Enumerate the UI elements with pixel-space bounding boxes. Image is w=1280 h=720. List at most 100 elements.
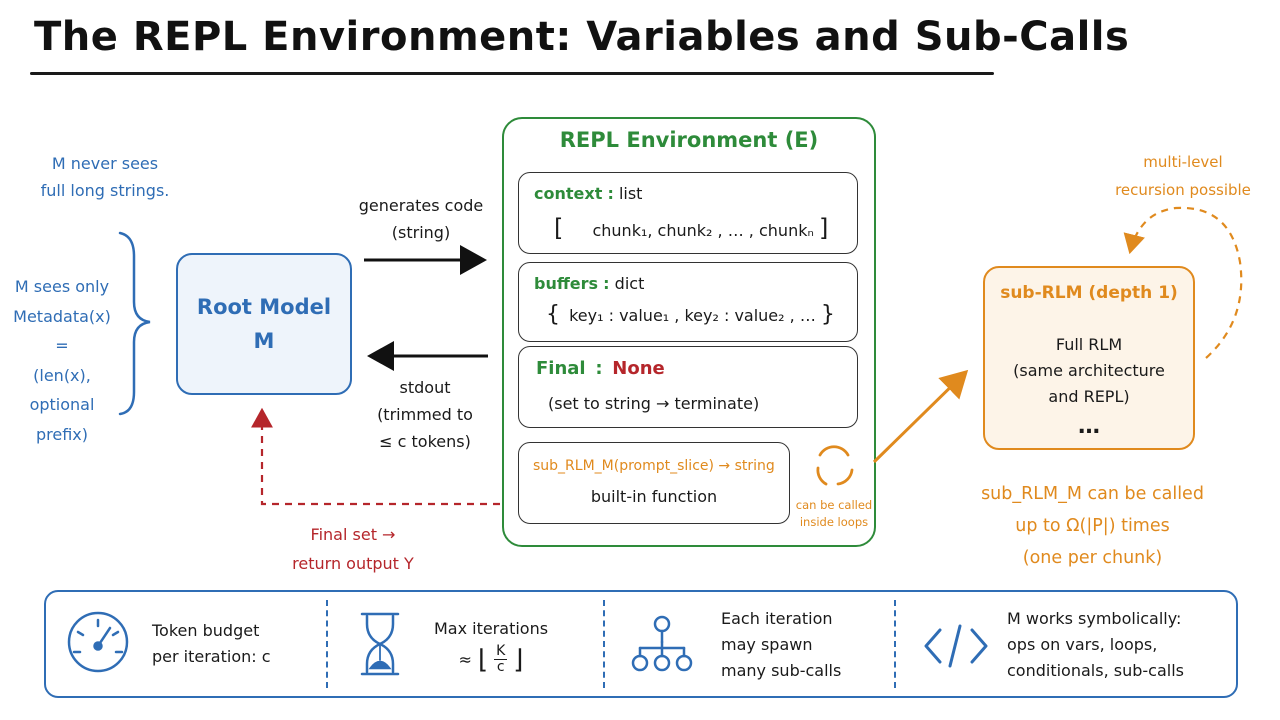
context-close-bracket: ]	[818, 214, 829, 242]
legend-fraction-denominator: c	[496, 659, 505, 675]
context-chunk-1: chunk₁,	[592, 221, 653, 240]
sub-rlm-line-1: Full RLM	[1055, 335, 1123, 354]
legend-max-iter-label: Max iterations	[433, 619, 549, 638]
stdout-line-3: ≤ c tokens)	[379, 432, 471, 451]
context-chunk-n: chunkₙ	[758, 221, 814, 240]
sub-rlm-line-3: and REPL)	[1048, 387, 1130, 406]
buffers-name: buffers	[534, 274, 599, 293]
sub-rlm-ellipsis: …	[1078, 414, 1100, 439]
final-label-row: Final : None	[536, 358, 665, 379]
recursion-note-line-1: multi-level	[1143, 153, 1223, 171]
stdout-line-1: stdout	[399, 378, 451, 397]
sub-calls-line-3: (one per chunk)	[1022, 548, 1163, 568]
final-separator: :	[595, 358, 603, 379]
gauge-icon	[67, 611, 129, 673]
legend-symbolic-line-2: ops on vars, loops,	[1007, 635, 1158, 654]
context-type: list	[618, 184, 643, 203]
sub-calls-line-1: sub_RLM_M can be called	[981, 484, 1204, 504]
buffers-slot	[518, 262, 858, 342]
buffers-value: { key₁ : value₁ , key₂ : value₂ , … }	[546, 302, 835, 327]
context-name: context	[534, 184, 603, 203]
title-underline	[30, 72, 994, 75]
sees-only-line-6: prefix)	[35, 424, 88, 444]
legend-symbolic-line-3: conditionals, sub-calls	[1007, 661, 1184, 680]
repl-environment-box	[502, 117, 876, 547]
legend-panel	[44, 590, 1238, 698]
loop-note-line-1: can be called	[795, 498, 873, 512]
final-name: Final	[536, 358, 586, 379]
legend-subcalls-line-1: Each iteration	[721, 609, 833, 628]
recursion-note: multi-level recursion possible	[1098, 148, 1268, 204]
metadata-brace	[118, 231, 151, 416]
legend-subcalls-line-2: may spawn	[721, 635, 813, 654]
legend-token-line-1: Token budget	[152, 621, 260, 640]
root-model-box: Root Model M	[176, 253, 352, 395]
legend-item-symbolic: M works symbolically: ops on vars, loops…	[1007, 606, 1184, 684]
buffers-separator: :	[603, 274, 610, 293]
sees-only-note: M sees only Metadata(x) = (len(x), optio…	[8, 272, 116, 449]
legend-divider-2	[603, 600, 605, 688]
legend-token-line-2: per iteration: c	[152, 647, 271, 666]
context-ellipsis: , … ,	[717, 221, 754, 240]
sees-only-line-2: Metadata(x)	[13, 306, 111, 326]
sub-rlm-function-slot	[518, 442, 790, 524]
stdout-line-2: (trimmed to	[377, 405, 473, 424]
generates-code-line-1: generates code	[358, 196, 484, 215]
final-set-line-2: return output Y	[292, 554, 414, 573]
sees-only-line-1: M sees only	[14, 277, 110, 296]
sub-rlm-line-2: (same architecture	[1013, 361, 1165, 380]
final-value: None	[612, 358, 665, 379]
final-set-label: Final set → return output Y	[268, 520, 438, 578]
legend-fraction-numerator: K	[494, 643, 508, 660]
legend-subcalls-line-3: many sub-calls	[721, 661, 842, 680]
loop-icon	[816, 445, 854, 486]
tree-icon	[631, 615, 693, 672]
sub-rlm-description: Full RLM (same architecture and REPL)	[983, 332, 1195, 410]
legend-max-iter-formula: ≈ ⌊ K c ⌋	[430, 644, 552, 675]
never-sees-note: M never sees full long strings.	[20, 150, 190, 204]
final-slot	[518, 346, 858, 428]
legend-item-token-budget: Token budget per iteration: c	[152, 618, 271, 670]
repl-title: REPL Environment (E)	[559, 128, 819, 152]
buffers-type: dict	[614, 274, 645, 293]
context-chunk-2: chunk₂	[657, 221, 713, 240]
never-sees-line-2: full long strings.	[40, 181, 170, 200]
buffers-entries: key₁ : value₁ , key₂ : value₂ , …	[569, 306, 816, 325]
legend-symbolic-line-1: M works symbolically:	[1007, 609, 1182, 628]
loop-note-line-2: inside loops	[799, 515, 869, 529]
recursion-note-line-2: recursion possible	[1115, 181, 1251, 199]
legend-item-sub-calls: Each iteration may spawn many sub-calls	[721, 606, 841, 684]
buffers-close-brace: }	[820, 302, 835, 327]
legend-approx-sign: ≈	[458, 649, 472, 669]
generates-code-label: generates code (string)	[346, 192, 496, 246]
context-open-bracket: [	[554, 214, 564, 242]
sees-only-line-5: optional	[29, 395, 95, 414]
buffers-label-row: buffers : dict	[534, 274, 644, 293]
code-icon	[924, 624, 988, 668]
root-model-symbol: M	[253, 329, 275, 353]
legend-floor-close: ⌋	[513, 644, 524, 675]
legend-floor-open: ⌊	[477, 644, 489, 675]
sub-rlm-box	[983, 266, 1195, 450]
sub-rlm-signature: sub_RLM_M(prompt_slice) → string	[533, 458, 775, 474]
legend-divider-3	[894, 600, 896, 688]
final-set-line-1: Final set →	[310, 525, 396, 544]
sub-calls-line-2: up to Ω(|P|) times	[1015, 516, 1170, 536]
stdout-label: stdout (trimmed to ≤ c tokens)	[360, 374, 490, 455]
legend-item-max-iterations: Max iterations ≈ ⌊ K c ⌋	[430, 616, 552, 675]
generates-code-line-2: (string)	[391, 223, 451, 242]
never-sees-line-1: M never sees	[51, 154, 159, 173]
context-label-row: context : list	[534, 184, 642, 203]
context-separator: :	[607, 184, 614, 203]
sub-rlm-call-arrow	[872, 369, 969, 464]
hourglass-icon	[360, 612, 400, 676]
buffers-open-brace: {	[546, 302, 560, 327]
final-set-arrow	[251, 407, 500, 506]
recursion-loop-arrow	[1123, 206, 1243, 359]
final-note: (set to string → terminate)	[548, 394, 760, 413]
sub-rlm-title: sub-RLM (depth 1)	[1000, 283, 1178, 303]
legend-fraction: K c	[494, 643, 508, 675]
root-model-label: Root Model	[196, 295, 332, 319]
sees-only-line-3: =	[55, 336, 69, 355]
